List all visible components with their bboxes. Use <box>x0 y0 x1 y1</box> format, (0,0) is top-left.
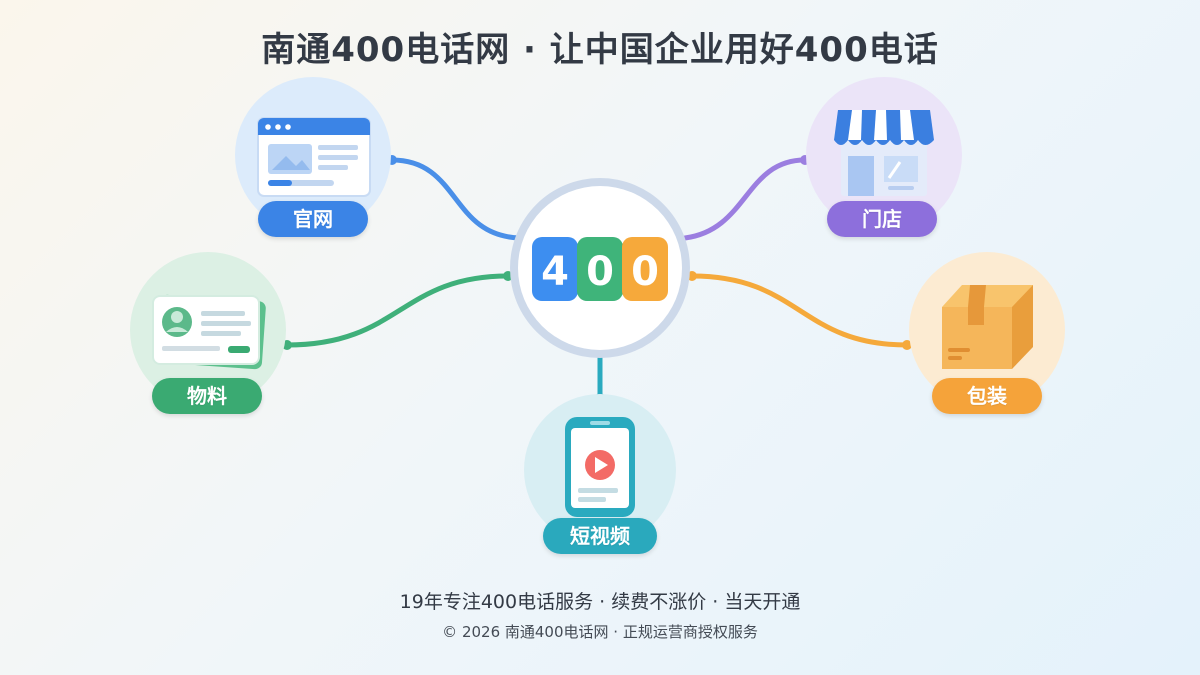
footer-copyright: © 2026 南通400电话网 · 正规运营商授权服务 <box>442 623 758 641</box>
node-label-store-text: 门店 <box>862 207 902 231</box>
connector-dot-packaging <box>902 340 912 350</box>
node-label-materials: 物料 <box>152 378 262 414</box>
node-label-materials-text: 物料 <box>187 384 227 408</box>
node-video <box>524 394 676 546</box>
business-card-icon <box>152 294 266 370</box>
node-label-website-text: 官网 <box>293 207 333 231</box>
node-store <box>806 77 962 233</box>
node-label-video-text: 短视频 <box>570 524 630 548</box>
digit-1: 4 <box>541 249 569 295</box>
node-website <box>235 77 391 233</box>
node-label-website: 官网 <box>258 201 368 237</box>
footer-tagline: 19年专注400电话服务 · 续费不涨价 · 当天开通 <box>399 591 801 613</box>
node-label-packaging-text: 包装 <box>967 384 1007 408</box>
connector-materials <box>284 273 511 348</box>
page-title: 南通400电话网 · 让中国企业用好400电话 <box>261 30 939 70</box>
digit-tile-1 <box>532 237 578 301</box>
connector-website <box>389 157 523 241</box>
center-hub: 4 0 0 <box>510 178 690 358</box>
digit-tile-2 <box>577 237 623 301</box>
digit-3: 0 <box>631 249 659 295</box>
node-label-video: 短视频 <box>543 518 657 554</box>
package-box-icon <box>942 285 1033 369</box>
storefront-icon <box>834 110 934 196</box>
phone-video-icon <box>565 417 635 517</box>
node-label-packaging: 包装 <box>932 378 1042 414</box>
digit-2: 0 <box>586 249 614 295</box>
node-packaging <box>909 252 1065 408</box>
digit-tile-3 <box>622 237 668 301</box>
browser-window-icon <box>257 117 371 197</box>
connector-store <box>682 157 808 241</box>
connector-packaging <box>689 273 910 348</box>
node-label-store: 门店 <box>827 201 937 237</box>
node-materials <box>130 252 286 408</box>
